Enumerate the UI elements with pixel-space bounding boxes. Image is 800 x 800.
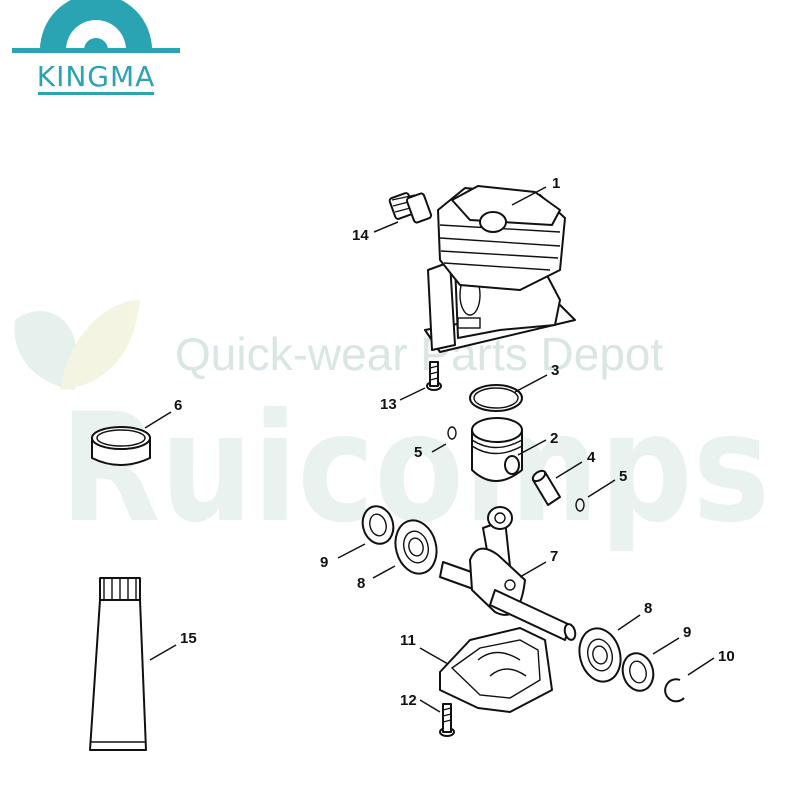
gasket-ring-inner	[473, 387, 519, 409]
snap-ring	[664, 678, 685, 703]
gear-icon	[12, 0, 180, 53]
cylinder	[424, 185, 576, 353]
bearing-right	[578, 627, 622, 683]
callout-4: 4	[587, 449, 596, 466]
callout-12: 12	[400, 692, 417, 709]
callout-5-left: 5	[414, 444, 422, 461]
callout-6: 6	[174, 397, 182, 414]
callout-14: 14	[352, 227, 369, 244]
callout-1: 1	[552, 175, 560, 192]
bearing-left	[394, 519, 438, 575]
kingma-logo: KINGMA	[12, 0, 180, 95]
grease-tube	[89, 577, 147, 751]
logo-text: KINGMA	[37, 60, 156, 93]
gasket-ring	[469, 384, 523, 412]
piston	[471, 417, 523, 482]
screw-12	[439, 703, 455, 737]
circlip-left	[447, 426, 457, 440]
screw-13	[426, 361, 442, 391]
watermark-tagline: Quick-wear Parts Depot	[175, 328, 663, 380]
callout-2: 2	[550, 430, 558, 447]
crankcase-bottom	[439, 627, 553, 713]
oil-seal-right	[621, 652, 655, 692]
callout-15: 15	[180, 630, 197, 647]
leaf-icon	[14, 300, 140, 390]
callout-3: 3	[551, 362, 559, 379]
callout-7: 7	[550, 548, 558, 565]
callout-8-right: 8	[644, 600, 652, 617]
ring-6	[91, 426, 151, 466]
callout-9-right: 9	[683, 624, 691, 641]
decompression-valve	[388, 192, 433, 224]
callout-numbers: 1 2 3 4 5 5 6 7 8 8 9 9 10 11 12 13 14 1…	[174, 175, 735, 709]
circlip-right	[575, 498, 585, 512]
oil-seal-left	[361, 505, 395, 545]
callout-13: 13	[380, 396, 397, 413]
callout-9-left: 9	[320, 554, 328, 571]
leader-lines	[144, 186, 715, 713]
callout-10: 10	[718, 648, 735, 665]
callout-8-left: 8	[357, 575, 365, 592]
callout-11: 11	[400, 632, 416, 649]
callout-5-right: 5	[619, 468, 627, 485]
piston-pin	[531, 469, 561, 506]
crankshaft	[439, 506, 577, 641]
